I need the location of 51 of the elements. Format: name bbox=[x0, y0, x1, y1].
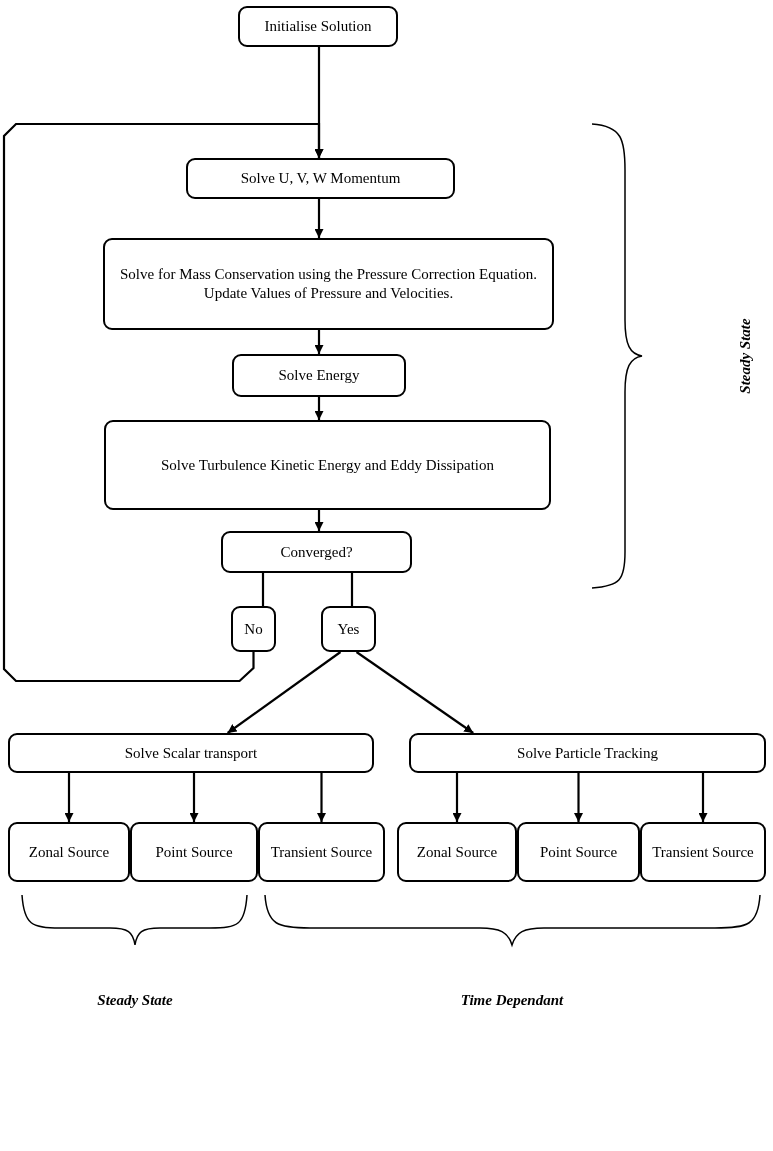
bracket-label: Time Dependant bbox=[460, 991, 564, 1009]
arrow bbox=[574, 773, 583, 822]
box-text: Solve Particle Tracking bbox=[517, 743, 658, 763]
box-text: Update Values of Pressure and Velocities. bbox=[203, 284, 454, 303]
process-box bbox=[640, 822, 766, 882]
box-text: Solve U, V, W Momentum bbox=[240, 169, 401, 188]
answer-box bbox=[321, 606, 376, 652]
process-box bbox=[8, 733, 374, 773]
box-text: Solve for Mass Conservation using the Pressure Correction Equation. bbox=[120, 265, 537, 284]
process-box bbox=[232, 354, 406, 397]
arrow bbox=[226, 651, 342, 734]
arrow bbox=[355, 651, 474, 734]
process-box bbox=[130, 822, 258, 882]
arrow bbox=[314, 510, 324, 531]
box-text: Zonal Source bbox=[28, 842, 110, 862]
process-box bbox=[238, 6, 398, 47]
process-box bbox=[221, 531, 412, 573]
box-text: Converged? bbox=[280, 542, 353, 562]
box-text: Initialise Solution bbox=[264, 17, 372, 36]
box-text: Point Source bbox=[155, 842, 233, 862]
connector-line bbox=[261, 573, 265, 606]
box-text: Zonal Source bbox=[416, 842, 498, 862]
process-box bbox=[186, 158, 455, 199]
bracket-label: Steady State bbox=[97, 991, 173, 1009]
process-box bbox=[258, 822, 385, 882]
connector-line bbox=[350, 573, 354, 606]
process-box bbox=[8, 822, 130, 882]
arrow bbox=[317, 773, 326, 822]
box-text: No bbox=[244, 619, 263, 639]
box-text: Solve Turbulence Kinetic Energy and Eddy Dissipation bbox=[161, 455, 494, 475]
box-text: Transient Source bbox=[270, 842, 373, 862]
arrow bbox=[189, 773, 199, 822]
process-box bbox=[103, 238, 554, 330]
process-box bbox=[409, 733, 766, 773]
arrow bbox=[314, 397, 324, 420]
box-text: Solve Energy bbox=[278, 366, 360, 385]
box-text: Point Source bbox=[539, 842, 618, 862]
arrow bbox=[64, 773, 74, 822]
arrow bbox=[314, 199, 324, 238]
arrow bbox=[698, 773, 708, 822]
process-box bbox=[517, 822, 640, 882]
box-text: Transient Source bbox=[652, 842, 754, 862]
arrow bbox=[2, 122, 324, 683]
answer-box bbox=[231, 606, 276, 652]
box-text: Solve Scalar transport bbox=[124, 743, 258, 763]
process-box bbox=[104, 420, 551, 510]
box-text: Yes bbox=[337, 619, 360, 639]
process-box bbox=[397, 822, 517, 882]
bracket-label: Steady State bbox=[736, 318, 754, 394]
arrow bbox=[314, 330, 324, 354]
arrow bbox=[452, 773, 462, 822]
